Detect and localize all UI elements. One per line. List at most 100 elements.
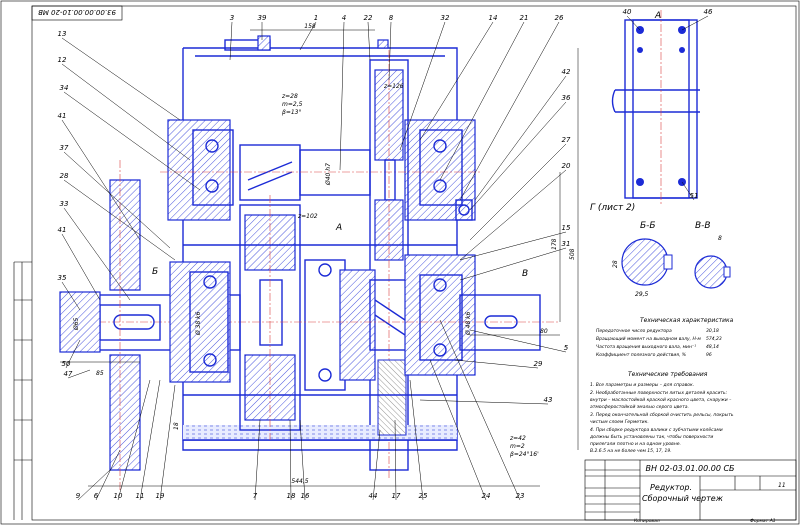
callout-leader [117,379,151,501]
callout-number: 24 [482,492,491,500]
callout-number: 8 [389,14,394,22]
section-bb: Б-Б 29,5 28 [612,221,673,298]
callout-leader [254,419,261,501]
callout-number: 16 [301,492,310,500]
callout-number: 10 [114,492,123,500]
inner-frame [31,5,797,521]
tech-char-4: Коэффициент полезного действия, % [596,352,686,358]
callout-leader [459,169,567,261]
tech-req-line-8: прилегали плотно и на одном уровне. [590,442,681,447]
callout-leader [289,419,292,501]
section-labels: А Б В Г (лист 2) [152,203,635,279]
tech-char-4-val: 96 [706,352,712,358]
gear4-m: m=2 [510,443,525,450]
dim-top-width: 158 [304,23,316,30]
callout-number: 36 [562,94,571,102]
tech-char-2-val: 574,23 [706,336,722,342]
tech-req-line-0: 1. Все параметры и размеры – для справок… [590,382,694,388]
callout-leader [459,247,567,281]
callout-number: 37 [60,144,69,152]
callout-number: 42 [562,68,571,76]
doc-code-box: 93.00.00.00.10-20 МВ [31,5,123,21]
callout-number: 28 [60,172,69,180]
callout-number: 44 [369,492,378,500]
tech-char-heading: Техническая характеристика [640,317,734,324]
callout-leader [474,75,567,201]
callout-leader [626,15,641,31]
dim-oil-level: 18 [173,422,180,430]
bb-width: 29,5 [635,291,649,298]
callout-leader [469,101,567,211]
callout-leader [299,21,317,51]
callout-number: 46 [704,8,713,16]
callout-number: 6 [94,492,99,500]
callout-number: 19 [156,492,165,500]
section-vv: В-В 8 [694,221,731,289]
callout-number: 21 [520,14,529,22]
dim-pitch-right: Ø 48 k6 [465,311,472,336]
callout-number: 27 [562,136,571,144]
callout-leader [419,21,494,141]
callout-leader [469,329,567,353]
callout-number: 1 [314,14,318,22]
dim-shaft-left: 85 [96,370,104,377]
callout-number: 47 [64,370,73,378]
callout-leader [65,339,81,369]
bb-dia: 28 [612,260,619,268]
callout-leader [419,399,549,405]
tech-char-3: Частота вращения выходного вала, мин⁻¹ [596,344,696,350]
view-a: А [611,10,700,205]
callout-number: 3 [230,14,234,22]
callout-leader [67,369,91,379]
callout-number: 11 [136,492,145,500]
callout-leader [681,15,709,31]
callout-leader [139,379,161,501]
label-b-left: Б [152,267,158,277]
callout-number: 41 [58,226,67,234]
callout-number: 40 [623,8,632,16]
callout-leader [454,359,539,369]
callout-leader [459,21,560,201]
callout-number: 5 [564,344,569,352]
tech-req-line-7: должны быть установлены так, чтобы повер… [589,434,713,440]
callout-number: 25 [419,492,428,500]
callout-leader [77,469,111,501]
tech-req-line-3: атмосферостойкой эмалью серого цвета. [590,404,689,410]
callout-leader [367,21,371,61]
callout-leader [61,281,81,311]
vv-dia: 8 [718,235,722,242]
callout-leader [439,319,521,501]
section-vv-title: В-В [695,221,711,231]
tech-req-line-4: 3. Перед окончательной сборкой очистить … [590,412,734,418]
label-g-sheet: Г (лист 2) [590,203,635,213]
callout-leader [61,63,191,161]
gear4-beta: β=24°16' [510,451,539,458]
callout-leader [61,233,101,301]
tech-req-line-5: чистым слоем Герметик. [590,419,649,425]
callout-leader [229,21,233,61]
tech-req-line-1: 2. Необработанные поверхности литых дета… [590,390,728,396]
tech-req-heading: Технические требования [628,371,708,378]
callout-number: 39 [258,14,267,22]
callout-number: 31 [562,240,571,248]
callout-leader [459,231,567,261]
gear1-beta: β=13° [282,109,302,116]
callout-leader [429,359,487,501]
callout-leader [339,21,345,171]
callout-leader [61,119,141,241]
callout-number: 12 [58,56,67,64]
callout-number: 17 [392,492,401,500]
dim-overall-length: 544,5 [291,478,308,485]
callout-number: 50 [62,360,71,368]
callout-leader [469,143,567,241]
tech-req-line-9: В.2.6.5 на не более чем 15, 17, 19. [590,448,672,454]
callout-number: 29 [534,360,543,368]
label-v-right: В [522,269,528,279]
callout-number: 15 [562,224,571,232]
callout-number: 14 [489,14,498,22]
callout-number: 26 [555,14,564,22]
